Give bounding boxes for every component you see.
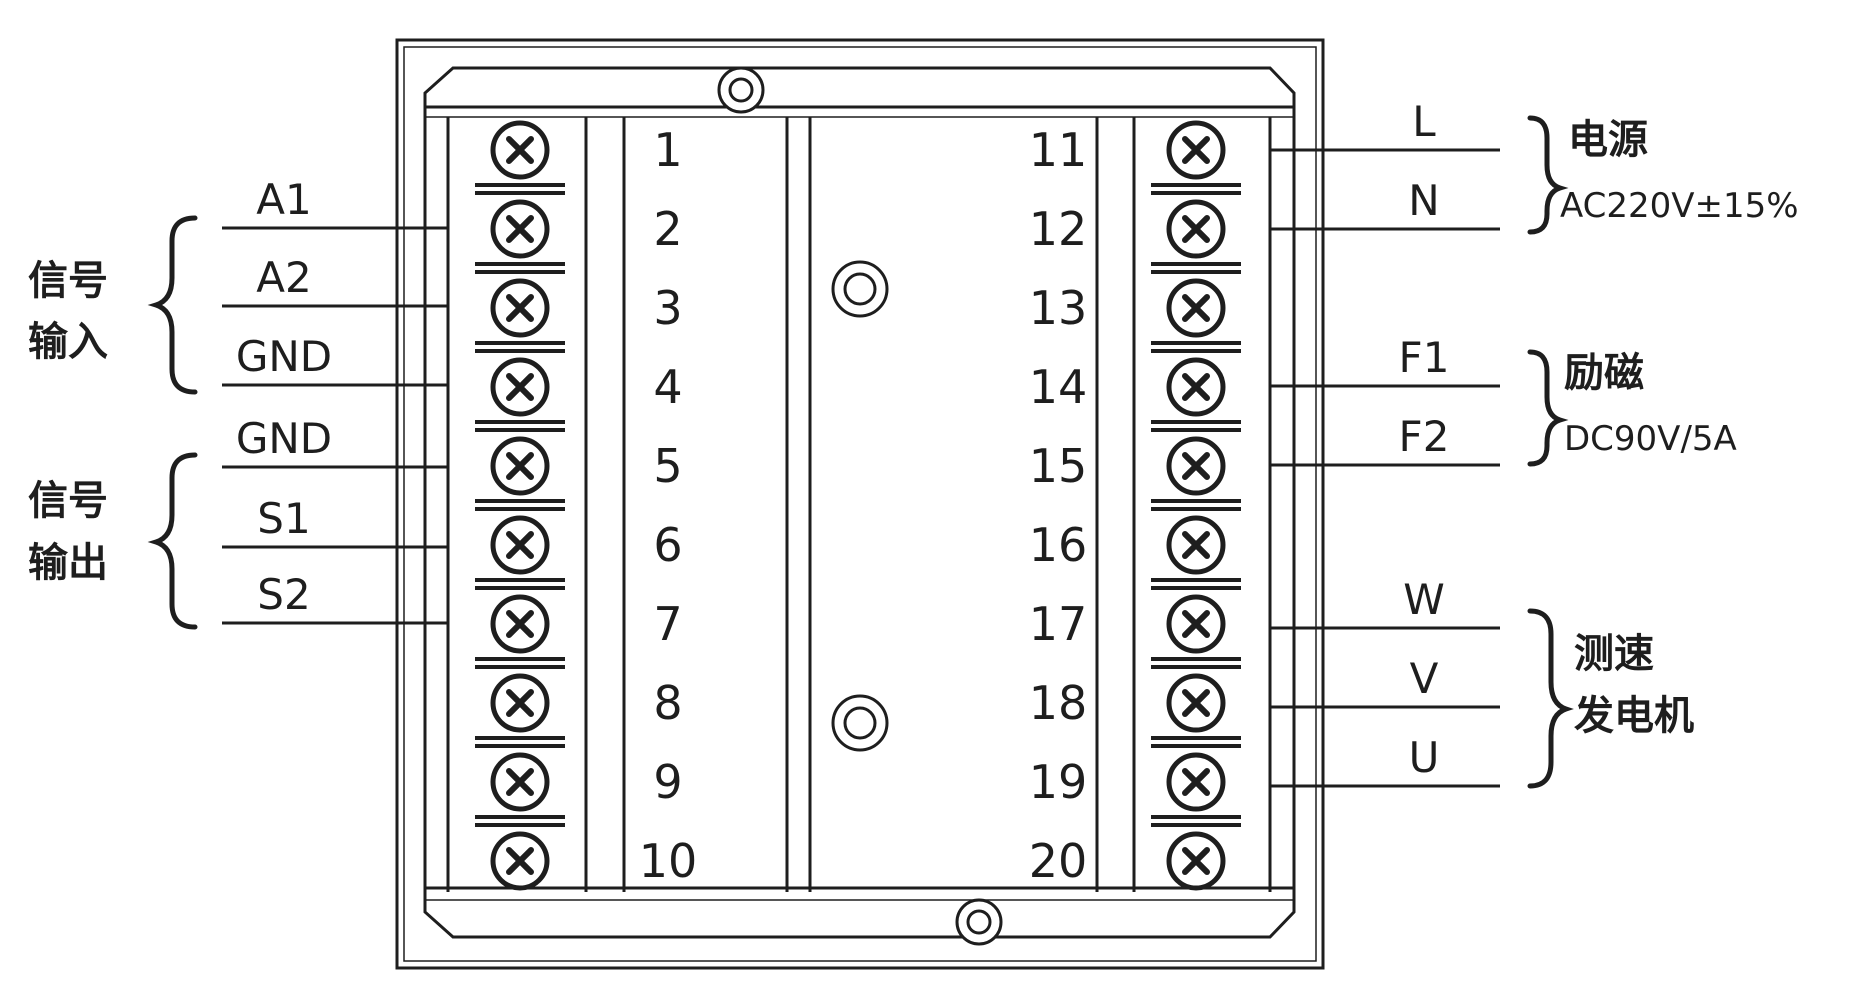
group-tachogenerator-line2: 发电机: [1574, 693, 1694, 739]
terminal-number-14: 14: [1029, 360, 1088, 414]
signal-label-terminal-3: GND: [236, 332, 332, 381]
terminal-number-5: 5: [653, 439, 682, 493]
left-terminal-screw-1: [490, 120, 550, 180]
signal-label-terminal-15: F2: [1399, 412, 1450, 461]
right-terminal-screw-5: [1166, 436, 1226, 496]
left-terminal-screw-2: [490, 199, 550, 259]
group-signal-output-line2: 输出: [28, 540, 108, 586]
group-tachogenerator-line1: 测速: [1574, 631, 1654, 677]
left-terminal-screw-5: [490, 436, 550, 496]
left-terminal-screw-4: [490, 357, 550, 417]
group-excitation-spec: DC90V/5A: [1564, 419, 1737, 459]
terminal-number-17: 17: [1029, 597, 1088, 651]
right-terminal-block: 11 12 13 14 15 16 17 18 19 20: [1029, 120, 1241, 891]
right-terminal-screw-10: [1166, 831, 1226, 891]
signal-label-terminal-18: V: [1410, 654, 1439, 703]
terminal-number-6: 6: [653, 518, 682, 572]
group-power-label: 电源: [1568, 117, 1648, 163]
signal-label-terminal-2: A2: [256, 253, 311, 302]
signal-label-terminal-5: S1: [257, 494, 310, 543]
brace-signal-output: [147, 452, 198, 630]
left-terminal-screw-3: [490, 278, 550, 338]
terminal-number-3: 3: [653, 281, 682, 335]
terminal-number-18: 18: [1029, 676, 1088, 730]
signal-label-terminal-6: S2: [257, 570, 310, 619]
right-terminal-screw-4: [1166, 357, 1226, 417]
signal-label-terminal-4: GND: [236, 414, 332, 463]
group-signal-output-line1: 信号: [28, 478, 108, 524]
terminal-number-8: 8: [653, 676, 682, 730]
signal-label-terminal-1: A1: [256, 175, 311, 224]
group-power-spec: AC220V±15%: [1560, 186, 1799, 226]
right-terminal-screw-7: [1166, 594, 1226, 654]
group-signal-input-line2: 输入: [28, 319, 108, 365]
group-signal-input-line1: 信号: [28, 258, 108, 304]
right-terminal-screw-3: [1166, 278, 1226, 338]
right-terminal-screw-8: [1166, 673, 1226, 733]
signal-label-terminal-12: N: [1408, 176, 1439, 225]
terminal-number-4: 4: [653, 360, 682, 414]
terminal-number-2: 2: [653, 202, 682, 256]
terminal-number-7: 7: [653, 597, 682, 651]
mounting-screw-top: [717, 66, 765, 114]
left-terminal-screw-8: [490, 673, 550, 733]
right-terminal-screw-6: [1166, 515, 1226, 575]
brace-signal-input: [147, 215, 198, 395]
terminal-number-11: 11: [1029, 123, 1088, 177]
group-excitation-label: 励磁: [1564, 350, 1644, 396]
terminal-number-12: 12: [1029, 202, 1088, 256]
terminal-number-16: 16: [1029, 518, 1088, 572]
terminal-number-1: 1: [653, 123, 682, 177]
terminal-number-9: 9: [653, 755, 682, 809]
right-terminal-screw-1: [1166, 120, 1226, 180]
left-terminal-screw-7: [490, 594, 550, 654]
signal-label-terminal-19: U: [1409, 733, 1440, 782]
right-terminal-screw-2: [1166, 199, 1226, 259]
brace-tachogenerator: [1527, 608, 1574, 789]
signal-label-terminal-14: F1: [1399, 333, 1450, 382]
left-terminal-screw-10: [490, 831, 550, 891]
terminal-number-10: 10: [639, 834, 698, 888]
mounting-hole-lower: [831, 694, 889, 752]
terminal-number-15: 15: [1029, 439, 1088, 493]
left-terminal-screw-6: [490, 515, 550, 575]
terminal-number-13: 13: [1029, 281, 1088, 335]
mounting-hole-upper: [831, 260, 889, 318]
right-terminal-screw-9: [1166, 752, 1226, 812]
brace-power: [1527, 115, 1569, 235]
terminal-number-19: 19: [1029, 755, 1088, 809]
signal-label-terminal-17: W: [1403, 575, 1445, 624]
left-terminal-block: 1 2 3 4 5 6 7 8 9 10: [475, 120, 698, 891]
group-braces: [147, 115, 1574, 789]
signal-label-terminal-11: L: [1412, 97, 1436, 146]
mounting-screw-bottom: [955, 898, 1003, 946]
device-housing: [395, 38, 1325, 970]
brace-excitation: [1527, 349, 1569, 467]
left-terminal-screw-9: [490, 752, 550, 812]
terminal-number-20: 20: [1029, 834, 1088, 888]
